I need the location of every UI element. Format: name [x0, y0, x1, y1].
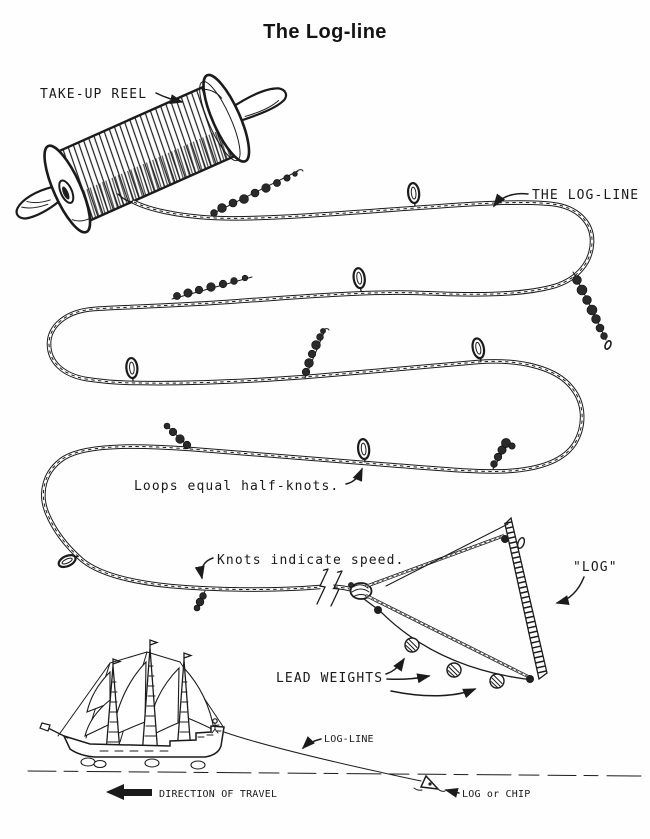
page-title: The Log-line — [263, 21, 387, 43]
log-line-tow-arrow — [301, 736, 322, 750]
log-chip — [413, 774, 446, 792]
label-log-or-chip: LOG or CHIP — [462, 789, 530, 800]
log-board-toggle-pin — [516, 537, 526, 549]
lead-weight — [404, 637, 420, 653]
bridle-legs — [363, 534, 529, 678]
eye-loop — [406, 182, 421, 207]
eye-loop — [57, 554, 79, 569]
line-break-marks — [316, 568, 343, 607]
loops-arrow — [345, 467, 363, 485]
knot-cluster — [163, 422, 192, 450]
log-board-hatched-edge — [504, 521, 547, 677]
label-loops-equal-half-knots: Loops equal half-knots. — [134, 479, 339, 494]
label-log: "LOG" — [573, 560, 618, 575]
label-take-up-reel: TAKE-UP REEL — [40, 87, 147, 102]
log-board-hole — [526, 675, 534, 683]
label-knots-indicate-speed: Knots indicate speed. — [217, 553, 404, 568]
eye-loop — [125, 356, 139, 382]
eye-loop — [352, 267, 366, 292]
eye-loop — [356, 438, 371, 463]
ship-drawing — [39, 639, 225, 770]
ship-sail — [84, 698, 111, 737]
knot-cluster-dangling — [572, 271, 612, 350]
knot-cluster — [210, 169, 304, 217]
log-arrow — [555, 576, 585, 606]
label-log-line-tow: LOG-LINE — [324, 734, 374, 745]
lead-weight — [489, 673, 505, 689]
tow-line — [223, 731, 422, 782]
waterline — [27, 770, 643, 777]
direction-arrow — [106, 784, 152, 800]
log-board-top-edge — [385, 523, 509, 587]
ship-hull — [62, 725, 225, 758]
log-or-chip-arrow — [444, 787, 460, 798]
take-up-reel-arrow — [155, 92, 184, 105]
knot-cluster — [171, 274, 253, 300]
knot-cluster — [490, 438, 516, 470]
label-direction-of-travel: DIRECTION OF TRAVEL — [159, 789, 277, 800]
log-board-hole — [501, 535, 509, 543]
take-up-reel-drawing — [15, 73, 288, 234]
knot-cluster-small — [193, 590, 207, 612]
the-log-line-arrow — [492, 192, 529, 208]
water-bumps — [80, 757, 206, 770]
label-lead-weights: LEAD WEIGHTS — [276, 671, 383, 686]
lead-weights-arrow — [386, 673, 431, 684]
knot-cluster — [301, 328, 330, 379]
log-board-drawing — [374, 516, 548, 689]
lead-weight — [446, 662, 462, 678]
lead-weights-arrow — [385, 657, 405, 675]
knot-clusters — [163, 169, 612, 612]
knots-arrow — [194, 557, 214, 580]
log-board-curved-edge — [378, 609, 534, 681]
eye-loops — [57, 182, 486, 569]
eye-loop — [471, 337, 486, 362]
label-the-log-line: THE LOG-LINE — [532, 188, 639, 203]
lead-weights-arrow — [390, 688, 477, 699]
log-board-hole — [374, 606, 382, 614]
sailor-figure — [211, 718, 220, 734]
